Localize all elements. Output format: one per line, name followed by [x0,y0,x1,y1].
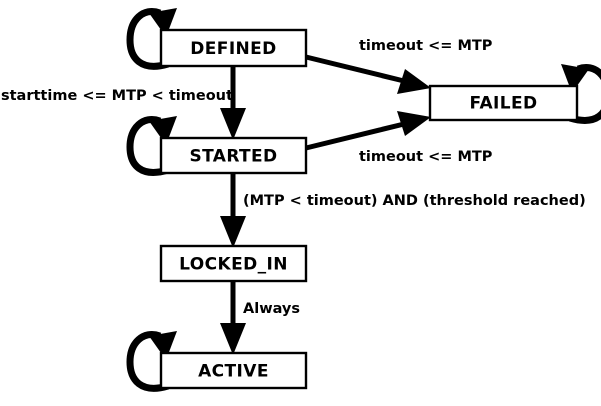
arrowhead-defined-failed [397,69,431,94]
transition-started-to-failed[interactable] [305,111,431,151]
transition-defined-to-defined[interactable] [126,8,177,70]
edge-label-defined-to-failed: timeout <= MTP [359,38,493,54]
arrowhead-locked_in-active [220,323,246,355]
state-label-started: STARTED [189,147,277,167]
edge-label-started-to-failed: timeout <= MTP [359,149,493,165]
state-node-started[interactable]: STARTED [159,136,308,175]
state-label-defined: DEFINED [190,39,276,59]
edge-label-started-to-locked_in: (MTP < timeout) AND (threshold reached) [243,193,586,209]
state-box-failed [428,84,579,122]
state-label-locked_in: LOCKED_IN [179,255,288,275]
transition-defined-to-failed[interactable] [305,54,431,94]
arrowhead-defined-loop [149,8,177,37]
state-node-active[interactable]: ACTIVE [159,351,308,390]
state-label-active: ACTIVE [198,362,269,382]
edge-line-defined-failed [305,54,405,84]
arrowhead-defined-started [220,108,246,140]
transition-started-to-started[interactable] [126,116,177,176]
arrowhead-started-locked_in [220,216,246,248]
arrowhead-started-failed [397,111,431,136]
transition-started-to-locked_in[interactable] [220,173,246,248]
arrowhead-active-loop [149,331,177,360]
transition-failed-to-failed[interactable] [561,64,601,124]
state-box-defined [159,28,308,68]
transition-active-to-active[interactable] [126,331,177,392]
self-loop-path-defined [126,8,169,70]
edge-label-locked_in-to-active: Always [243,301,300,317]
state-box-locked_in [159,244,308,283]
state-node-defined[interactable]: DEFINED [159,28,308,68]
self-loop-path-active [126,331,169,392]
state-box-started [159,136,308,175]
arrowhead-failed-loop [561,64,589,93]
self-loop-path-failed [569,64,601,124]
arrowhead-started-loop [149,116,177,145]
self-loop-path-started [126,116,169,176]
transition-locked_in-to-active[interactable] [220,281,246,355]
state-box-active [159,351,308,390]
transition-defined-to-started[interactable] [220,66,246,140]
edge-label-defined-to-started: starttime <= MTP < timeout [1,88,233,104]
state-label-failed: FAILED [469,94,537,114]
edge-line-started-failed [305,121,405,151]
state-node-failed[interactable]: FAILED [428,84,579,122]
state-node-locked_in[interactable]: LOCKED_IN [159,244,308,283]
